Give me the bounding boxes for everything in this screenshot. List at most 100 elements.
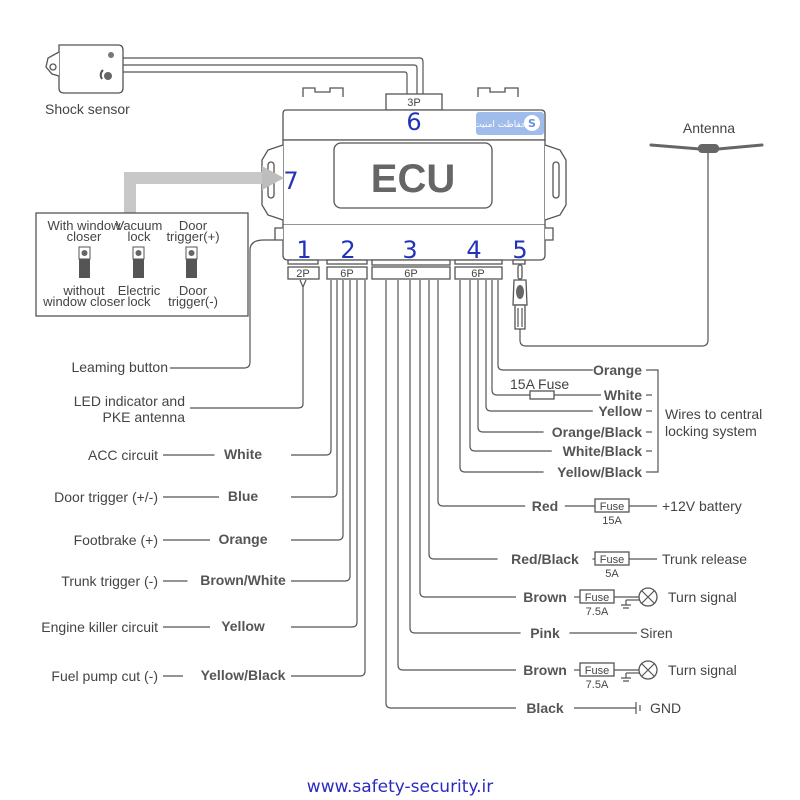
wire-target-label: Trunk release xyxy=(662,551,747,567)
wire-line xyxy=(291,280,358,628)
lamp-icon xyxy=(641,590,655,604)
port-number-1: 1 xyxy=(296,236,311,264)
svg-text:trigger(-): trigger(-) xyxy=(168,294,218,309)
wire-color-label: Pink xyxy=(530,625,560,641)
wire-function-label: ACC circuit xyxy=(88,447,158,463)
fuse-15a-label: 15A Fuse xyxy=(510,376,569,392)
website-url[interactable]: www.safety-security.ir xyxy=(307,777,493,797)
ground-symbol-icon xyxy=(635,702,641,714)
svg-text:trigger(+): trigger(+) xyxy=(166,229,219,244)
wire-color-label: Black xyxy=(526,700,564,716)
svg-text:Electric: Electric xyxy=(118,283,161,298)
ground-icon xyxy=(621,600,631,609)
svg-text:Vacuum: Vacuum xyxy=(116,218,163,233)
connector-3 xyxy=(371,266,451,280)
central-locking-label-2: locking system xyxy=(665,423,757,439)
wire-color-label: Yellow xyxy=(221,618,265,634)
port-number-7: 7 xyxy=(283,167,298,195)
central-locking-label-1: Wires to central xyxy=(665,406,762,422)
svg-text:Door: Door xyxy=(179,283,208,298)
connector-2 xyxy=(326,266,368,280)
switch-window-closer[interactable]: With window closer without window closer xyxy=(42,218,125,309)
svg-text:window closer: window closer xyxy=(42,294,125,309)
wire-line xyxy=(469,280,552,452)
wire-color-label: Blue xyxy=(228,488,259,504)
svg-text:2P: 2P xyxy=(296,268,309,280)
svg-text:without: without xyxy=(62,283,105,298)
wire-line xyxy=(291,280,332,456)
antenna-label: Antenna xyxy=(683,120,735,136)
wire-color-label: Orange xyxy=(593,362,642,378)
connector-1 xyxy=(287,266,320,280)
ground-icon xyxy=(621,673,631,682)
wire-target-label: GND xyxy=(650,700,681,716)
fuse-rating: 15A xyxy=(602,515,622,527)
svg-text:6P: 6P xyxy=(471,268,484,280)
switch-lock-type[interactable]: Vacuum lock Electric lock xyxy=(116,218,163,309)
svg-text:lock: lock xyxy=(127,294,151,309)
fuse-icon xyxy=(529,390,555,400)
port-number-3: 3 xyxy=(402,236,417,264)
svg-text:6P: 6P xyxy=(404,268,417,280)
wire-line xyxy=(428,280,498,560)
ecu-unit: 3P ECU حفاظت امنیت S xyxy=(261,87,567,261)
connector-4 xyxy=(454,266,503,280)
fuse-rating: 5A xyxy=(605,568,619,580)
connector-6-pins: 3P xyxy=(407,97,420,109)
wire-line xyxy=(385,280,516,709)
wire-function-label: Door trigger (+/-) xyxy=(54,489,158,505)
wire-line xyxy=(485,280,593,412)
wire-line xyxy=(491,280,601,396)
wire-color-label: Brown/White xyxy=(200,572,286,588)
wire-line xyxy=(291,280,366,677)
port-number-2: 2 xyxy=(340,236,355,264)
fuse-label: Fuse xyxy=(600,554,624,566)
port-number-6: 6 xyxy=(406,108,421,136)
shock-sensor-label: Shock sensor xyxy=(45,101,130,117)
wire-color-label: White xyxy=(224,446,262,462)
lamp-icon xyxy=(641,663,655,677)
svg-text:lock: lock xyxy=(127,229,151,244)
port-number-4: 4 xyxy=(466,236,481,264)
wire-line xyxy=(459,280,544,473)
wire-color-label: Yellow xyxy=(598,403,642,419)
led-indicator-label-2: PKE antenna xyxy=(102,409,185,425)
wire-color-label: White/Black xyxy=(563,443,643,459)
fuse-label: Fuse xyxy=(585,592,609,604)
wire-line xyxy=(477,280,544,433)
wire-color-label: Orange xyxy=(218,531,267,547)
switch-door-trigger[interactable]: Door trigger(+) Door trigger(-) xyxy=(166,218,219,309)
wire-line xyxy=(291,280,344,541)
svg-text:With window: With window xyxy=(48,218,122,233)
port-number-5: 5 xyxy=(512,236,527,264)
wire-function-label: Fuel pump cut (-) xyxy=(51,668,158,684)
wire-line xyxy=(397,280,516,671)
wire-color-label: Brown xyxy=(523,662,567,678)
wire-color-label: White xyxy=(604,387,642,403)
wire-line xyxy=(409,280,521,634)
antenna-plug xyxy=(512,264,528,330)
wire-function-label: Engine killer circuit xyxy=(41,619,158,635)
learning-button-label: Leaming button xyxy=(71,359,168,375)
svg-text:closer: closer xyxy=(67,229,102,244)
wire-color-label: Red/Black xyxy=(511,551,579,567)
brand-logo-icon: S xyxy=(528,117,536,130)
antenna: Antenna xyxy=(649,120,764,160)
wire-color-label: Red xyxy=(532,498,558,514)
wire-target-label: Siren xyxy=(640,625,673,641)
svg-text:Door: Door xyxy=(179,218,208,233)
wire-function-label: Footbrake (+) xyxy=(74,532,158,548)
shock-sensor: Shock sensor xyxy=(45,44,130,117)
wire-line xyxy=(419,280,516,598)
wire-target-label: Turn signal xyxy=(668,662,737,678)
wire-line xyxy=(291,280,351,582)
fuse-label: Fuse xyxy=(600,501,624,513)
wire-color-label: Yellow/Black xyxy=(201,667,286,683)
wire-color-label: Orange/Black xyxy=(552,424,642,440)
svg-text:حفاظت امنیت: حفاظت امنیت xyxy=(473,120,526,130)
wire-line xyxy=(437,280,526,507)
svg-text:6P: 6P xyxy=(340,268,353,280)
